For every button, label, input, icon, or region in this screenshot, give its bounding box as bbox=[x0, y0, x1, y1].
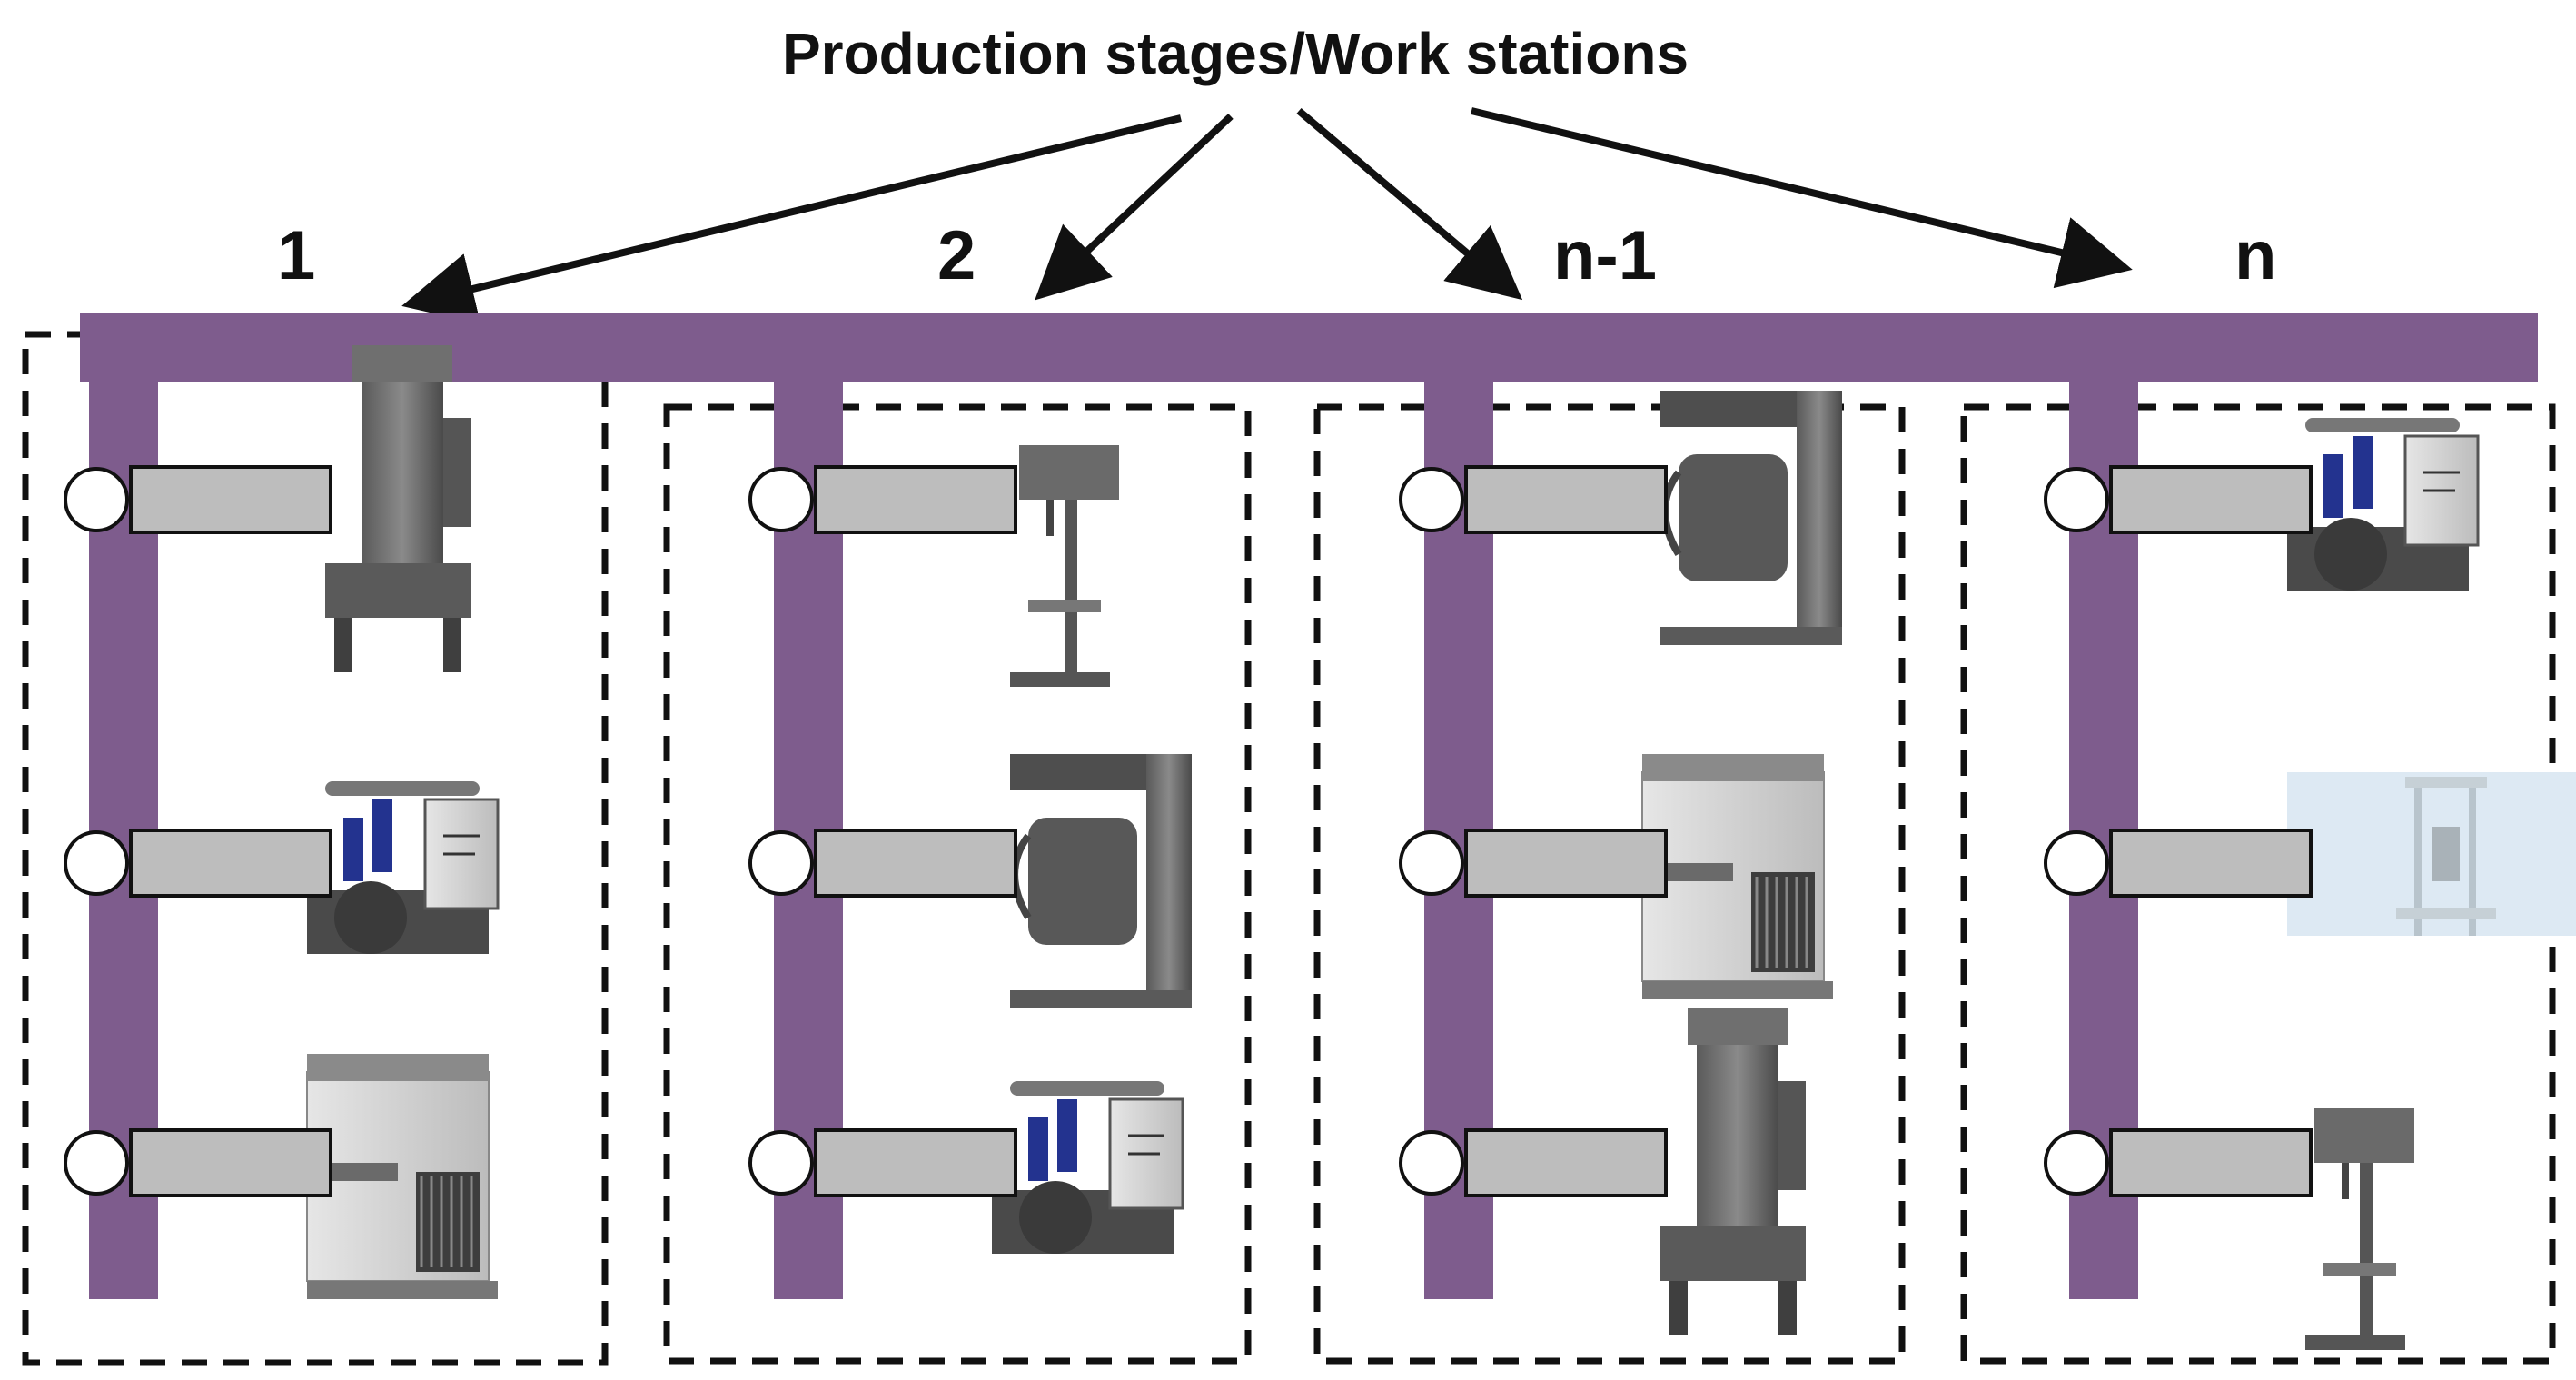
press-machine-icon bbox=[1660, 1008, 1806, 1335]
mixer-machine-icon bbox=[1660, 391, 1842, 645]
machine-slot bbox=[2109, 1128, 2313, 1197]
drill-press-icon bbox=[2305, 1108, 2414, 1350]
station-2-1 bbox=[748, 445, 1119, 687]
machine-slot bbox=[814, 465, 1017, 534]
arrow-2 bbox=[1035, 114, 1234, 301]
main-beam bbox=[80, 313, 2538, 382]
machine-slot bbox=[2109, 829, 2313, 898]
stage-box-1 bbox=[22, 331, 609, 1366]
connector-node bbox=[748, 1130, 814, 1196]
mixer-machine-icon bbox=[1010, 754, 1192, 1008]
machine-slot bbox=[129, 1128, 332, 1197]
machine-slot bbox=[129, 829, 332, 898]
station-4-3 bbox=[2044, 1108, 2414, 1350]
chiller-unit-icon bbox=[306, 1054, 498, 1299]
press-machine-icon bbox=[325, 345, 471, 672]
connector-node bbox=[748, 830, 814, 896]
connector-node bbox=[2044, 1130, 2109, 1196]
connector-node bbox=[748, 467, 814, 532]
test-frame-icon bbox=[2287, 772, 2576, 936]
chiller-unit-icon bbox=[1641, 754, 1833, 999]
station-1-3 bbox=[64, 1054, 498, 1299]
machine-slot bbox=[1464, 1128, 1668, 1197]
stations bbox=[64, 345, 2576, 1350]
station-1-2 bbox=[64, 781, 500, 954]
station-2-3 bbox=[748, 1081, 1184, 1254]
station-1-1 bbox=[64, 345, 471, 672]
machine-slot bbox=[814, 1128, 1017, 1197]
connector-node bbox=[64, 467, 129, 532]
machine-slot bbox=[1464, 465, 1668, 534]
machine-slot bbox=[129, 465, 332, 534]
connector-node bbox=[1399, 1130, 1464, 1196]
stage-label-n: n bbox=[2234, 217, 2277, 294]
pump-unit-icon bbox=[307, 781, 500, 954]
arrows bbox=[401, 107, 2133, 325]
drill-press-icon bbox=[1010, 445, 1119, 687]
arrow-3 bbox=[1296, 107, 1523, 301]
station-3-3 bbox=[1399, 1008, 1806, 1335]
arrow-1 bbox=[401, 114, 1182, 325]
diagram-title: Production stages/Work stations bbox=[781, 21, 1689, 86]
machine-slot bbox=[814, 829, 1017, 898]
pump-unit-icon bbox=[2287, 418, 2480, 591]
connector-node bbox=[1399, 830, 1464, 896]
connector-node bbox=[1399, 467, 1464, 532]
stage-box-2 bbox=[663, 403, 1252, 1365]
station-4-1 bbox=[2044, 418, 2480, 591]
connector-node bbox=[2044, 830, 2109, 896]
stage-label-2: 2 bbox=[937, 217, 976, 294]
connector-node bbox=[64, 830, 129, 896]
stage-box-3 bbox=[1313, 403, 1906, 1365]
machine-slot bbox=[1464, 829, 1668, 898]
connector-node bbox=[2044, 467, 2109, 532]
station-2-2 bbox=[748, 754, 1192, 1008]
station-3-2 bbox=[1399, 754, 1833, 999]
machine-slot bbox=[2109, 465, 2313, 534]
pump-unit-icon bbox=[992, 1081, 1184, 1254]
stage-label-n-1: n-1 bbox=[1553, 217, 1657, 294]
station-3-1 bbox=[1399, 391, 1842, 645]
arrow-4 bbox=[1471, 107, 2133, 289]
connector-node bbox=[64, 1130, 129, 1196]
station-4-2 bbox=[2044, 772, 2576, 936]
stage-label-1: 1 bbox=[277, 217, 316, 294]
